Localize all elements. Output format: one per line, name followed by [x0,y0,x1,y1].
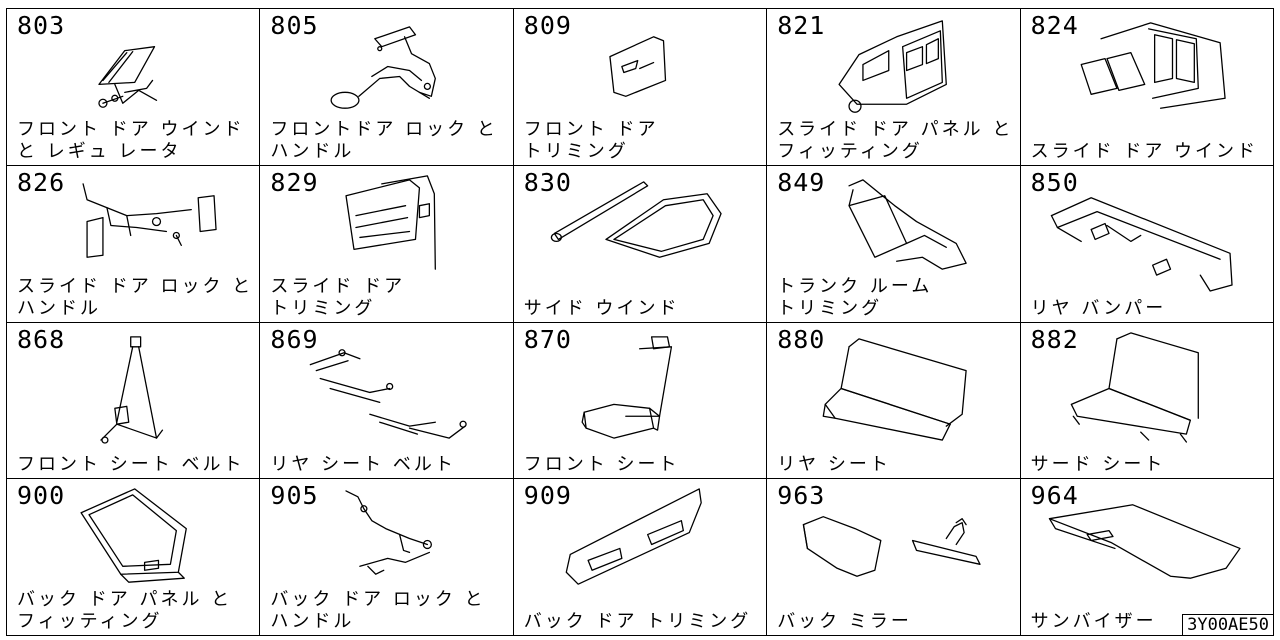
part-code: 882 [1030,324,1079,354]
part-cell-868[interactable]: 868 フロント シート ベルト [7,322,261,480]
part-name: バック ドア トリミング [523,611,752,632]
part-cell-849[interactable]: 849 トランク ルーム トリミング [767,165,1021,323]
part-code: 900 [17,481,66,511]
part-cell-964[interactable]: 964 サンバイザー [1020,479,1274,636]
part-code: 805 [270,11,319,40]
part-code: 824 [1030,11,1079,40]
figure-id-label: 3Y00AE50 [1182,614,1274,636]
part-cell-821[interactable]: 821 スライド ドア パネル と フィッティング [767,9,1021,166]
part-name: フロント シート [523,454,680,476]
part-code: 869 [270,324,319,354]
part-name: サイド ウインド [523,297,680,319]
part-name: フロント ドア トリミング [523,118,659,162]
part-name: スライド ドア ウインド [1030,140,1259,162]
part-cell-809[interactable]: 809 フロント ドア トリミング [513,9,768,166]
part-cell-803[interactable]: 803 フロント ドア ウインド と レギュ レータ [7,9,261,166]
part-code: 850 [1030,167,1079,197]
part-code: 963 [777,481,826,511]
part-name: フロント シート ベルト [17,454,245,476]
parts-index-grid: 803 フロント ドア ウインド と レギュ レータ 805 フロントドア ロッ… [6,8,1274,636]
part-cell-900[interactable]: 900 バック ドア パネル と フィッティング [7,479,261,636]
part-name: スライド ドア パネル と フィッティング [777,118,1014,162]
part-cell-870[interactable]: 870 フロント シート [513,322,768,480]
part-code: 880 [777,324,826,354]
part-name: トランク ルーム トリミング [777,275,933,319]
part-code: 964 [1030,481,1079,511]
part-code: 826 [17,167,66,197]
part-cell-826[interactable]: 826 スライド ドア ロック と ハンドル [7,165,261,323]
part-cell-880[interactable]: 880 リヤ シート [767,322,1021,480]
part-name: スライド ドア トリミング [270,275,406,319]
part-code: 870 [523,324,572,354]
part-code: 821 [777,11,826,40]
part-cell-909[interactable]: 909 バック ドア トリミング [513,479,768,636]
part-cell-869[interactable]: 869 リヤ シート ベルト [260,322,514,480]
part-name: フロントドア ロック と ハンドル [270,118,498,162]
part-code: 809 [523,11,572,40]
part-name: サンバイザー [1030,611,1157,632]
part-code: 803 [17,11,66,40]
part-name: バック ドア ロック と ハンドル [270,589,486,632]
part-code: 909 [523,481,572,511]
part-cell-829[interactable]: 829 スライド ドア トリミング [260,165,514,323]
part-cell-824[interactable]: 824 スライド ドア ウインド [1020,9,1274,166]
part-name: バック ミラー [777,611,912,632]
part-cell-963[interactable]: 963 バック ミラー [767,479,1021,636]
part-name: リヤ シート [777,454,891,476]
part-name: リヤ バンパー [1030,297,1167,319]
part-name: バック ドア パネル と フィッティング [17,589,233,632]
part-name: スライド ドア ロック と ハンドル [17,275,254,319]
part-code: 849 [777,167,826,197]
part-cell-850[interactable]: 850 リヤ バンパー [1020,165,1274,323]
part-code: 830 [523,167,572,197]
part-cell-905[interactable]: 905 バック ドア ロック と ハンドル [260,479,514,636]
part-code: 905 [270,481,319,511]
part-name: リヤ シート ベルト [270,454,456,476]
part-cell-830[interactable]: 830 サイド ウインド [513,165,768,323]
part-name: フロント ドア ウインド と レギュ レータ [17,118,245,162]
part-code: 868 [17,324,66,354]
part-cell-882[interactable]: 882 サード シート [1020,322,1274,480]
part-cell-805[interactable]: 805 フロントドア ロック と ハンドル [260,9,514,166]
part-code: 829 [270,167,319,197]
part-name: サード シート [1030,454,1166,476]
